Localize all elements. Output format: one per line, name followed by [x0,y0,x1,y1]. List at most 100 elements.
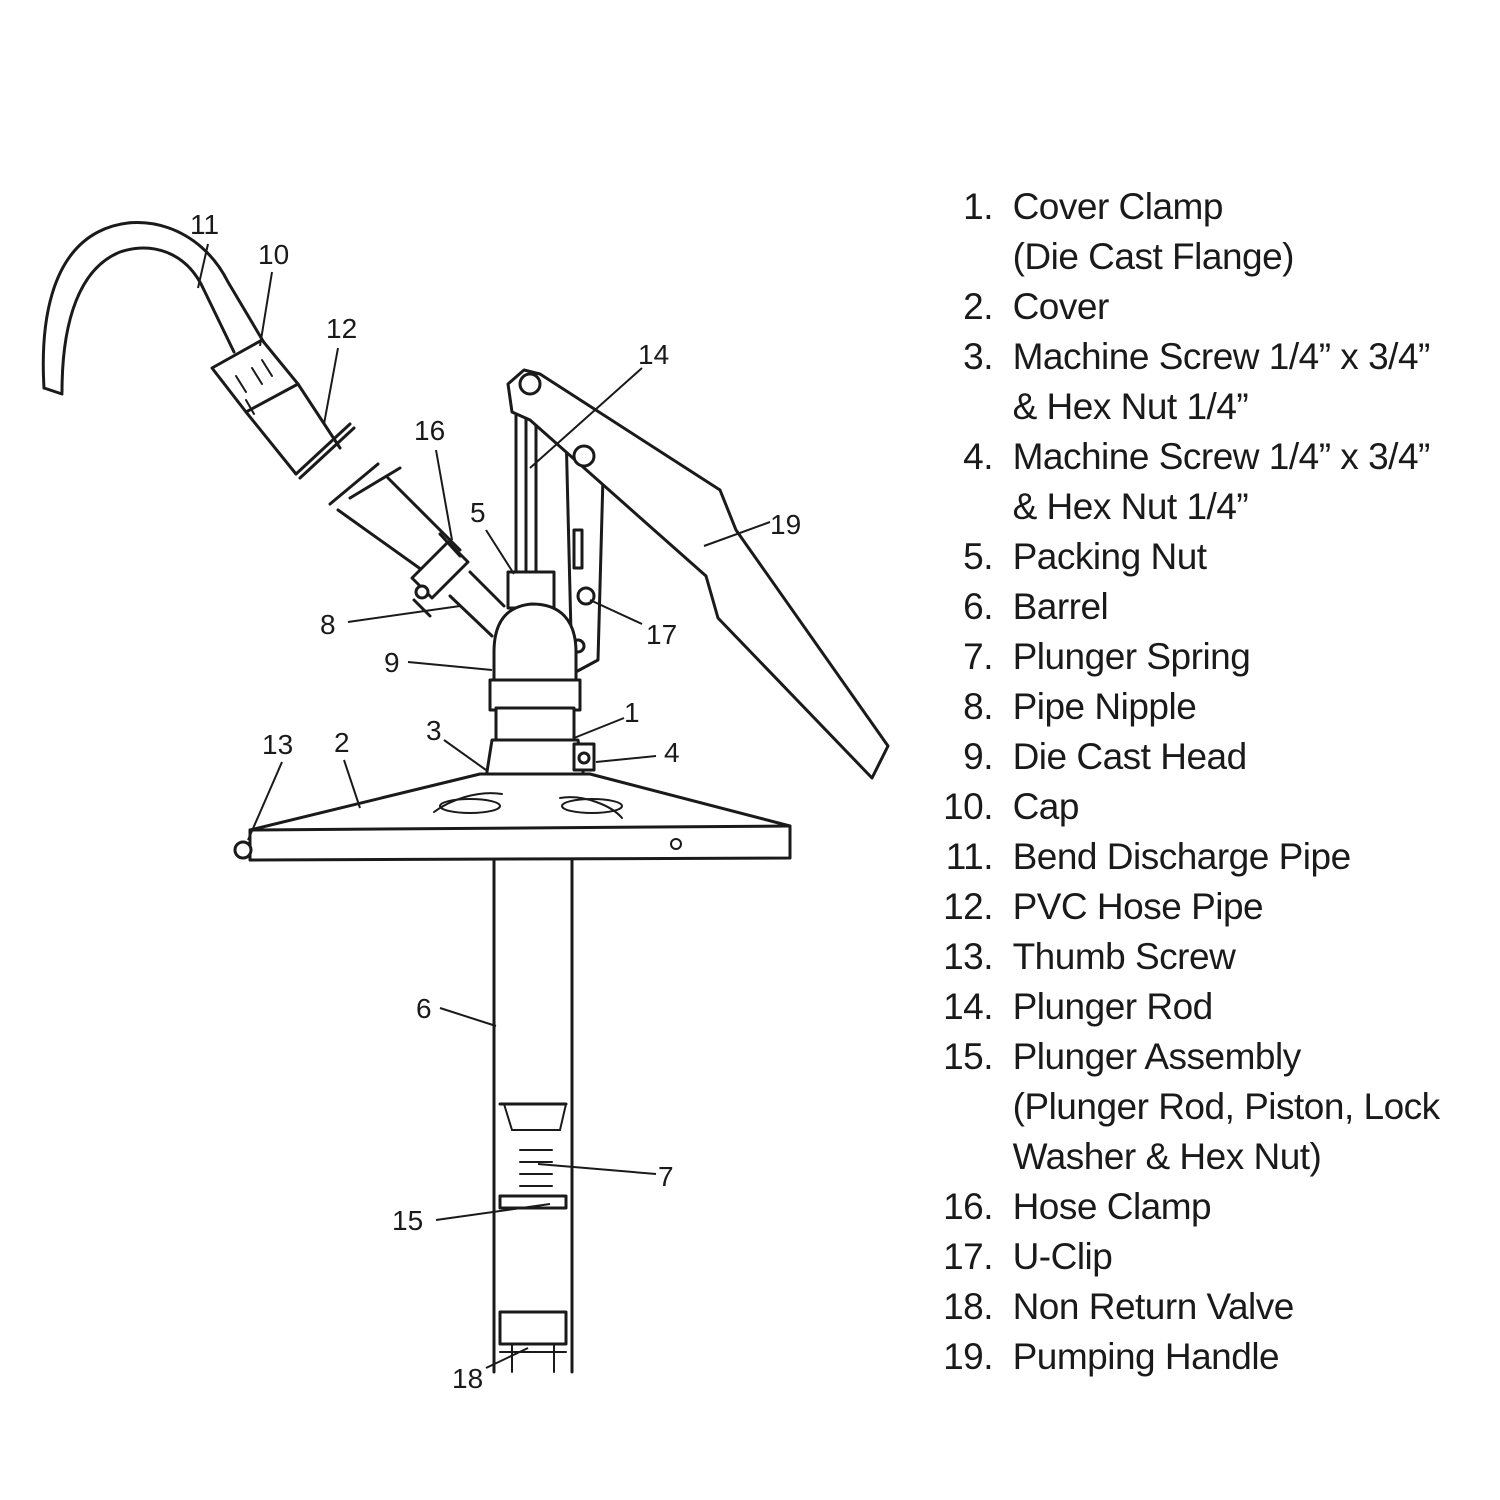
legend-name: Bend Discharge Pipe [1012,836,1352,877]
hose-clamp [410,532,470,618]
legend-item-3: 3. Machine Screw 1/4” x 3/4” [920,332,1480,382]
legend-item-16: 16. Hose Clamp [920,1182,1480,1232]
legend-number: 16. [943,1186,993,1227]
legend-number: 10. [943,786,993,827]
legend-label: Barrel [993,582,1480,632]
legend-label: Plunger Rod [993,982,1480,1032]
legend-label: Cover [993,282,1480,332]
callout-2: 2 [334,727,350,758]
legend-name: Plunger Rod [1012,986,1214,1027]
legend-number: 18. [943,1286,993,1327]
legend-detail-text: Washer & Hex Nut) [1012,1136,1322,1177]
legend-name: Die Cast Head [1012,736,1248,777]
legend-item-3-detail: & Hex Nut 1/4” [920,382,1480,432]
legend-detail: (Die Cast Flange) [993,232,1480,282]
legend-item-5: 5. Packing Nut [920,532,1480,582]
callout-3: 3 [426,715,442,746]
thumb-screw [233,840,253,860]
callout-19: 19 [770,509,801,540]
legend-label: Cover Clamp [993,182,1480,232]
plunger-rod [514,398,538,602]
legend-label: Machine Screw 1/4” x 3/4” [993,332,1480,382]
legend-name: Plunger Assembly [1012,1036,1302,1077]
legend-label: Pumping Handle [993,1332,1480,1382]
legend-name: Non Return Valve [1012,1286,1295,1327]
plunger-spring [503,1103,567,1187]
callout-5: 5 [470,497,486,528]
legend-item-7: 7. Plunger Spring [920,632,1480,682]
legend-item-15-detail2: Washer & Hex Nut) [920,1132,1480,1182]
legend-name: Pumping Handle [1012,1336,1280,1377]
callout-18: 18 [452,1363,483,1394]
legend-detail: Washer & Hex Nut) [993,1132,1480,1182]
legend-item-6: 6. Barrel [920,582,1480,632]
bend-discharge-pipe [41,220,268,396]
callout-4: 4 [664,737,680,768]
cover [248,772,792,862]
legend-item-17: 17. U-Clip [920,1232,1480,1282]
legend-number: 12. [943,886,993,927]
legend-item-15-detail: (Plunger Rod, Piston, Lock [920,1082,1480,1132]
barrel [492,858,574,1374]
legend-item-1-detail: (Die Cast Flange) [920,232,1480,282]
legend-detail: (Plunger Rod, Piston, Lock [993,1082,1480,1132]
legend-label: Bend Discharge Pipe [993,832,1480,882]
legend-item-10: 10. Cap [920,782,1480,832]
legend-detail: & Hex Nut 1/4” [993,482,1480,532]
legend-number: 3. [963,336,993,377]
legend-item-13: 13. Thumb Screw [920,932,1480,982]
legend-label: Die Cast Head [993,732,1480,782]
legend-item-15: 15. Plunger Assembly [920,1032,1480,1082]
legend-detail-text: (Die Cast Flange) [1012,236,1295,277]
legend-item-18: 18. Non Return Valve [920,1282,1480,1332]
legend-name: Machine Screw 1/4” x 3/4” [1012,436,1431,477]
legend-number: 19. [943,1336,993,1377]
legend-detail-text: (Plunger Rod, Piston, Lock [1012,1086,1441,1127]
legend-item-19: 19. Pumping Handle [920,1332,1480,1382]
callout-17: 17 [646,619,677,650]
legend-name: Packing Nut [1012,536,1208,577]
legend-label: Packing Nut [993,532,1480,582]
legend-item-12: 12. PVC Hose Pipe [920,882,1480,932]
legend-number: 14. [943,986,993,1027]
legend-label: PVC Hose Pipe [993,882,1480,932]
callout-11: 11 [190,209,219,240]
parts-legend: 1. Cover Clamp (Die Cast Flange) 2. Cove… [920,182,1480,1382]
legend-number: 7. [963,636,993,677]
legend-item-8: 8. Pipe Nipple [920,682,1480,732]
legend-item-1: 1. Cover Clamp [920,182,1480,232]
legend-number: 15. [943,1036,993,1077]
callout-14: 14 [638,339,669,370]
cap [210,338,300,415]
legend-detail-text: & Hex Nut 1/4” [1012,386,1249,427]
legend-name: Plunger Spring [1012,636,1251,677]
legend-number: 2. [963,286,993,327]
legend-label: Plunger Spring [993,632,1480,682]
pumping-handle [506,368,890,780]
legend-number: 6. [963,586,993,627]
legend-name: Cover [1012,286,1110,327]
cover-clamp [484,706,596,780]
legend-number: 17. [943,1236,993,1277]
callout-7: 7 [658,1161,674,1192]
legend-label: Pipe Nipple [993,682,1480,732]
legend-item-2: 2. Cover [920,282,1480,332]
legend-label: Thumb Screw [993,932,1480,982]
legend-number: 8. [963,686,993,727]
legend-name: Pipe Nipple [1012,686,1197,727]
callout-6: 6 [416,993,432,1024]
pipe-nipple [448,570,506,638]
callout-12: 12 [326,313,357,344]
callout-15: 15 [392,1205,423,1236]
legend-item-14: 14. Plunger Rod [920,982,1480,1032]
legend-label: Hose Clamp [993,1182,1480,1232]
legend-name: Machine Screw 1/4” x 3/4” [1012,336,1431,377]
callout-16: 16 [414,415,445,446]
legend-item-4-detail: & Hex Nut 1/4” [920,482,1480,532]
legend-name: Cap [1012,786,1080,827]
legend-label: Cap [993,782,1480,832]
legend-number: 1. [963,186,993,227]
legend-number: 4. [963,436,993,477]
callout-9: 9 [384,647,400,678]
